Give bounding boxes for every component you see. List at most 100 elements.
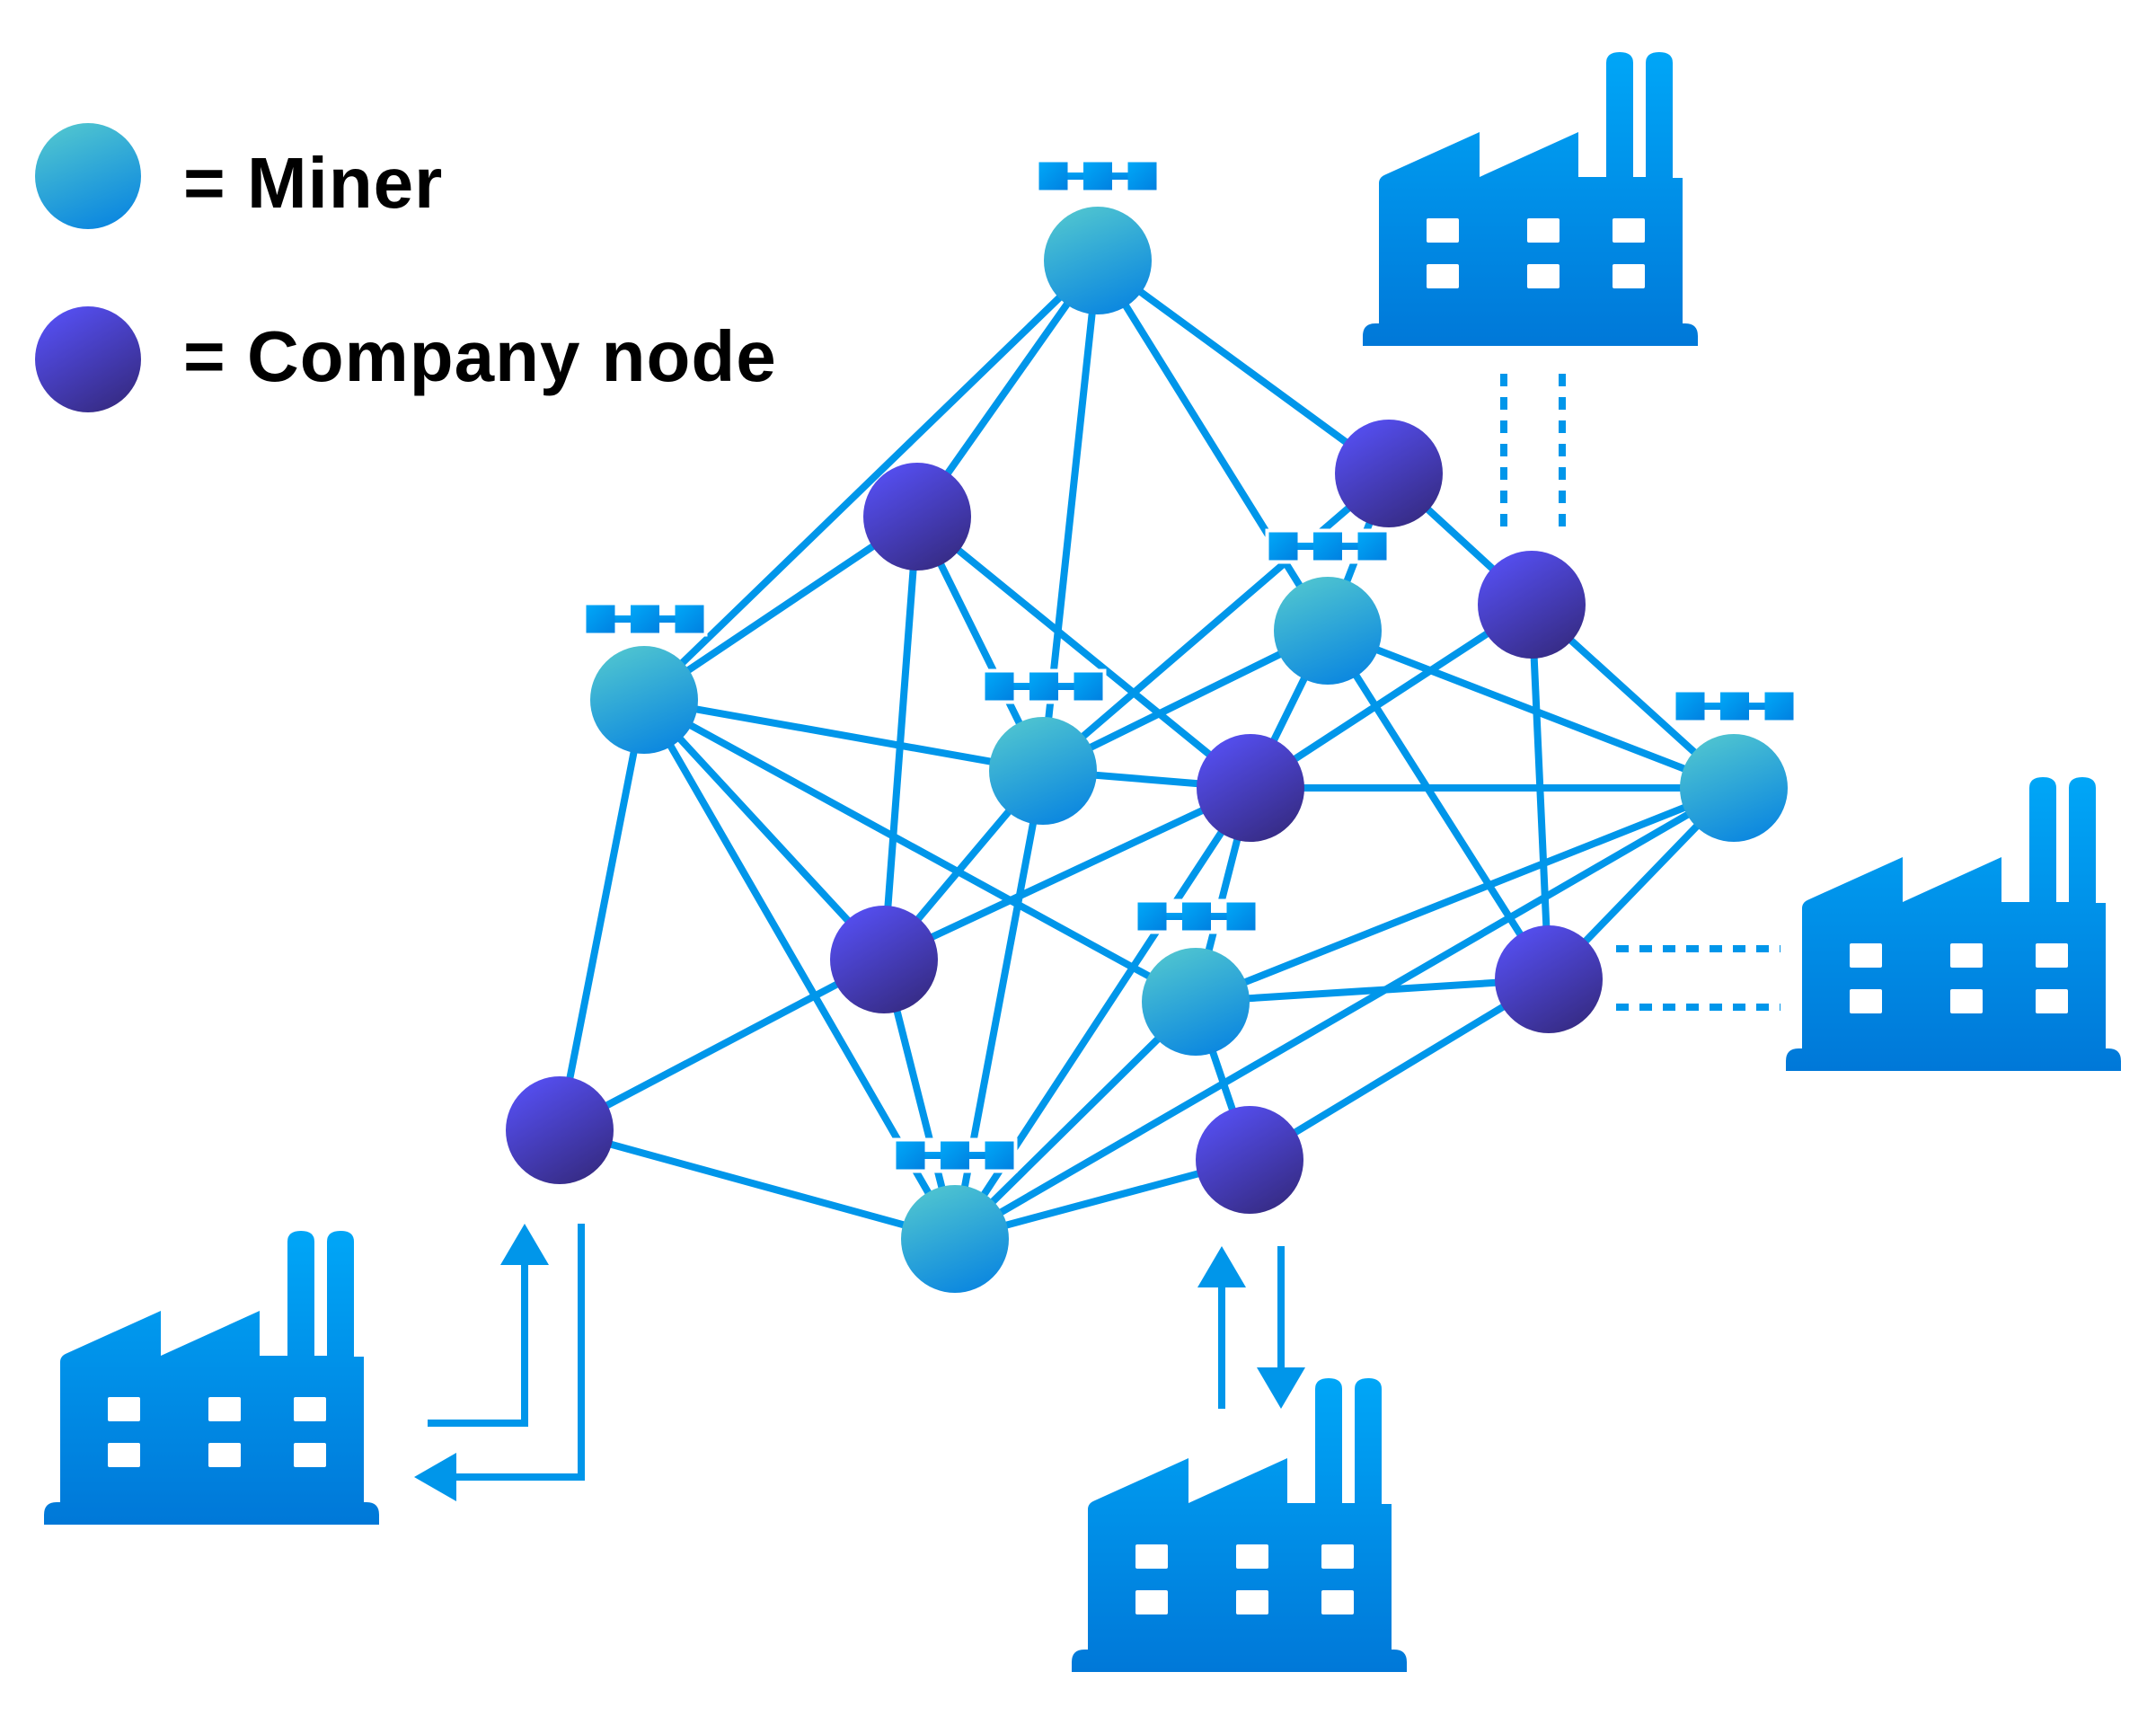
factory-window [1950, 989, 1983, 1013]
arrow-down-icon [1257, 1367, 1305, 1409]
edge-C1-M2 [641, 513, 920, 703]
block-square [1029, 672, 1058, 701]
factory-icon [1786, 777, 2121, 1071]
legend-miner: = Miner [35, 123, 443, 229]
block-square [896, 1141, 925, 1170]
edge-M1-M4 [1094, 258, 1331, 633]
factory-top-right [1363, 52, 1698, 346]
miner-node-M1 [1044, 207, 1152, 314]
block-square [1074, 672, 1103, 701]
block-square [586, 605, 615, 633]
arrow-up-icon [1197, 1246, 1246, 1287]
edge-M5-M7 [952, 784, 1736, 1243]
factory-icon [1072, 1378, 1407, 1672]
edge-M6-C6 [1195, 976, 1550, 1005]
legend-company-label: = Company node [183, 316, 777, 396]
block-square [1764, 692, 1794, 721]
company-circle-icon [35, 306, 141, 412]
block-square [1226, 902, 1256, 931]
company-node-C4 [1197, 734, 1304, 842]
block-square [1127, 162, 1157, 190]
blockchain-blocks-icon [981, 668, 1107, 704]
edge-C1-C4 [915, 513, 1253, 792]
factory-bottom-center [1072, 1378, 1407, 1672]
block-square [1675, 692, 1705, 721]
blockchain-blocks-icon [1134, 898, 1259, 934]
company-node-C1 [863, 463, 971, 571]
miner-node-M2 [590, 646, 698, 754]
blockchain-blocks-icon [1035, 158, 1161, 194]
arrow-up-icon [500, 1224, 549, 1265]
factory-window [1427, 264, 1459, 288]
block-square [1083, 162, 1112, 190]
factory-window [1850, 943, 1882, 968]
block-square [1357, 532, 1387, 561]
edge-M4-C6 [1324, 628, 1552, 982]
arrow-factory-to-c8 [1197, 1246, 1246, 1409]
factory-window [208, 1443, 241, 1467]
nodes [506, 207, 1788, 1293]
edge-C1-C5 [880, 516, 921, 960]
legend: = Miner = Company node [35, 123, 777, 412]
factory-window [1950, 943, 1983, 968]
factory-window [1321, 1544, 1354, 1569]
blockchain-blocks-icon [582, 601, 708, 637]
factory-window [2036, 989, 2068, 1013]
arrow-factory-to-c7 [428, 1224, 549, 1427]
edge-C7-M7 [558, 1127, 957, 1243]
factory-right [1786, 777, 2121, 1071]
block-square [985, 672, 1014, 701]
miner-node-M4 [1274, 577, 1382, 685]
edge-C3-C6 [1528, 604, 1552, 980]
miner-node-M5 [1680, 734, 1788, 842]
block-icons [582, 158, 1798, 1173]
edge-M5-M6 [1194, 784, 1736, 1005]
edge-C6-C8 [1247, 976, 1551, 1163]
edge-C4-C5 [882, 784, 1252, 963]
edge-M2-C5 [641, 697, 887, 962]
edge-C5-C7 [558, 956, 886, 1134]
factory-window [2036, 943, 2068, 968]
factory-window [1527, 264, 1560, 288]
edges [556, 257, 1736, 1243]
factory-window [1236, 1590, 1268, 1614]
arrow-c8-to-factory [1257, 1246, 1305, 1409]
edge-M1-M2 [641, 258, 1100, 703]
factories [44, 52, 2121, 1672]
blockchain-blocks-icon [892, 1137, 1018, 1173]
edge-M2-C7 [556, 699, 648, 1131]
edge-C2-M3 [1040, 470, 1392, 774]
block-square [1182, 902, 1211, 931]
edge-C3-C4 [1248, 601, 1534, 792]
block-square [985, 1141, 1014, 1170]
block-square [941, 1141, 969, 1170]
factory-icon [44, 1231, 379, 1525]
factory-window [1527, 218, 1560, 243]
block-square [631, 605, 659, 633]
legend-company: = Company node [35, 306, 777, 412]
edge-M2-M3 [643, 696, 1044, 774]
miner-node-M7 [901, 1185, 1009, 1293]
block-square [1268, 532, 1298, 561]
factory-window [294, 1397, 326, 1421]
edge-M2-M6 [642, 696, 1197, 1005]
arrow-left-icon [414, 1453, 456, 1501]
company-node-C8 [1196, 1106, 1303, 1214]
edge-M6-M7 [952, 999, 1198, 1242]
factory-window [1135, 1544, 1168, 1569]
blockchain-blocks-icon [1672, 688, 1798, 724]
block-square [1313, 532, 1342, 561]
arrow-c7-to-factory [414, 1224, 585, 1501]
company-node-C2 [1335, 420, 1443, 527]
legend-miner-label: = Miner [183, 143, 443, 223]
factory-icon [1363, 52, 1698, 346]
factory-window [1613, 264, 1645, 288]
factory-window [208, 1397, 241, 1421]
factory-window [108, 1397, 140, 1421]
factory-window [108, 1443, 140, 1467]
factory-window [1850, 989, 1882, 1013]
block-square [1038, 162, 1068, 190]
factory-window [294, 1443, 326, 1467]
block-square [1720, 692, 1749, 721]
blockchain-blocks-icon [1265, 528, 1391, 564]
